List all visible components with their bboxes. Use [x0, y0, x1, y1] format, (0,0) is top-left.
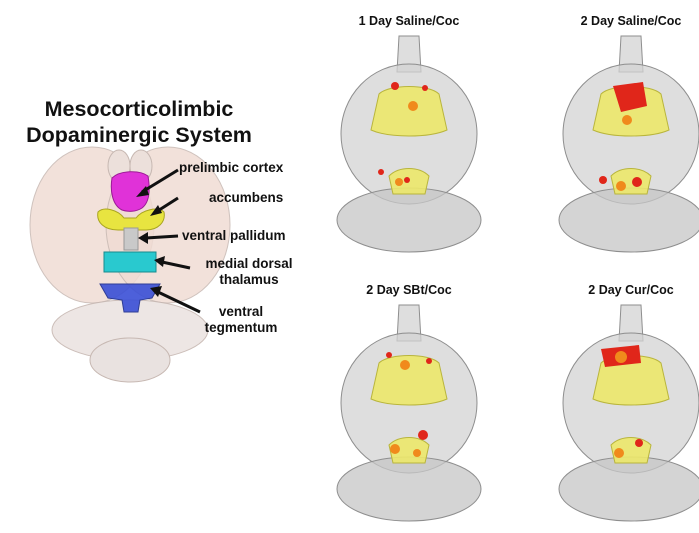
schematic-brainstem: [90, 338, 170, 382]
label-prelimbic-cortex: prelimbic cortex: [179, 160, 283, 176]
panel-title-3: 2 Day SBt/Coc: [329, 283, 489, 297]
label-tegmentum-line1: ventral: [196, 304, 286, 320]
panel-title-2: 2 Day Saline/Coc: [551, 14, 699, 28]
panel-brain-4: [551, 303, 699, 528]
region-ventral-pallidum: [124, 228, 138, 250]
panel-brain-1: [329, 34, 489, 259]
label-accumbens: accumbens: [209, 190, 283, 206]
label-ventral-tegmentum: ventral tegmentum: [196, 304, 286, 336]
arrow-pallidum: [146, 236, 178, 238]
label-ventral-pallidum: ventral pallidum: [182, 228, 286, 244]
label-tegmentum-line2: tegmentum: [196, 320, 286, 336]
panel-brain-2: [551, 34, 699, 259]
region-medial-dorsal-thalamus: [104, 252, 156, 272]
panel-title-1: 1 Day Saline/Coc: [329, 14, 489, 28]
label-medial-dorsal-thalamus: medial dorsal thalamus: [204, 256, 294, 288]
label-thalamus-line1: medial dorsal: [204, 256, 294, 272]
panel-title-4: 2 Day Cur/Coc: [551, 283, 699, 297]
label-thalamus-line2: thalamus: [204, 272, 294, 288]
panel-brain-3: [329, 303, 489, 528]
